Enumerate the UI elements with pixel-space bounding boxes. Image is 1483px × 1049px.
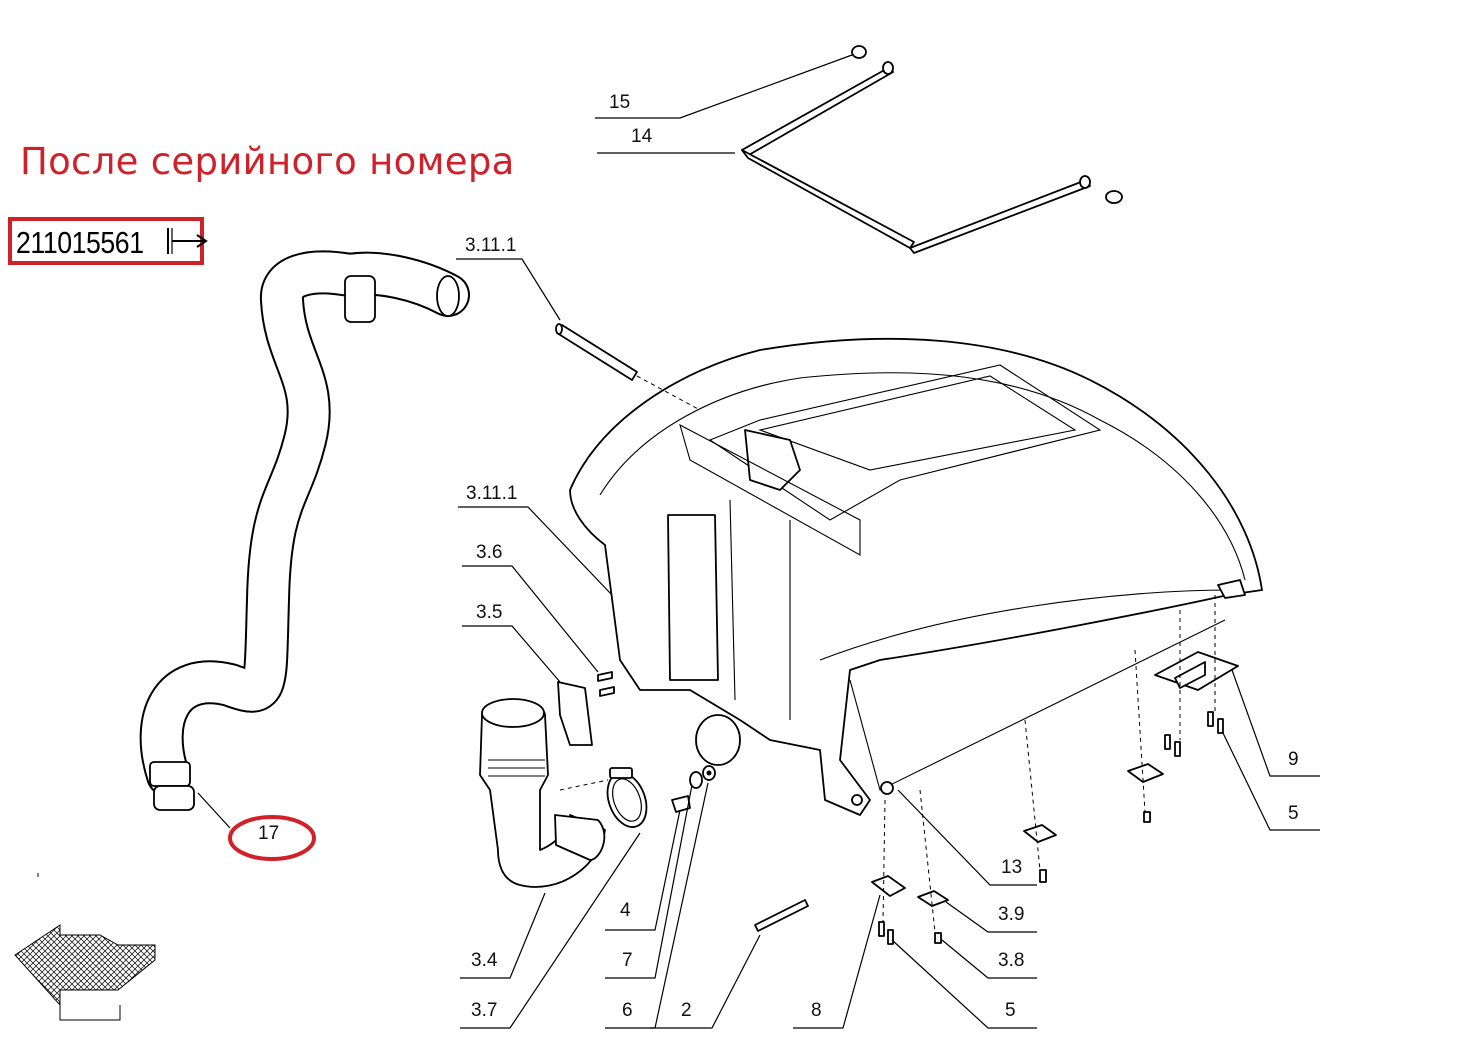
brackets-and-fasteners xyxy=(871,595,1239,945)
fitting-3-5 xyxy=(557,671,615,746)
serial-number: 211015561 xyxy=(16,225,144,260)
callout-3-9: 3.9 xyxy=(998,904,1024,925)
serial-number-box: 211015561 xyxy=(8,217,208,265)
callout-3-8: 3.8 xyxy=(998,950,1024,971)
callout-14: 14 xyxy=(631,126,653,147)
direction-arrow-icon xyxy=(14,873,156,1021)
callout-3-5: 3.5 xyxy=(476,602,502,623)
callout-5-right: 5 xyxy=(1288,803,1299,824)
callout-13: 13 xyxy=(1001,857,1022,878)
main-housing xyxy=(569,337,1263,816)
callout-3-4: 3.4 xyxy=(471,950,498,971)
callout-9: 9 xyxy=(1288,749,1299,770)
callout-15: 15 xyxy=(609,92,630,113)
callout-3-7: 3.7 xyxy=(471,1000,497,1021)
callout-4: 4 xyxy=(620,900,631,921)
pin-3-11-1 xyxy=(555,323,701,411)
callout-6: 6 xyxy=(622,1000,633,1021)
serial-note-heading: После серийного номера xyxy=(20,140,515,183)
highlight-ring-17 xyxy=(228,815,316,861)
callout-3-6: 3.6 xyxy=(476,542,502,563)
callout-5-bottom: 5 xyxy=(1005,1000,1016,1021)
callout-2: 2 xyxy=(681,1000,692,1021)
callout-8: 8 xyxy=(811,1000,822,1021)
small-hardware xyxy=(671,765,809,932)
hose-17 xyxy=(139,250,470,811)
callout-3-11-1: 3.11.1 xyxy=(466,483,517,504)
callout-labels: 15 14 3.11.1 3.11.1 3.6 3.5 9 5 13 3.9 3… xyxy=(258,92,1299,1021)
clamp-3-7 xyxy=(606,767,648,828)
elbow-pipe-3-4 xyxy=(479,698,609,888)
rod-assembly xyxy=(741,45,1123,254)
leader-lines xyxy=(197,54,1320,1029)
callout-3-11-1-top: 3.11.1 xyxy=(465,235,516,256)
serial-arrow-icon xyxy=(167,228,208,254)
callout-7: 7 xyxy=(622,950,633,971)
callout-17: 17 xyxy=(258,823,279,844)
